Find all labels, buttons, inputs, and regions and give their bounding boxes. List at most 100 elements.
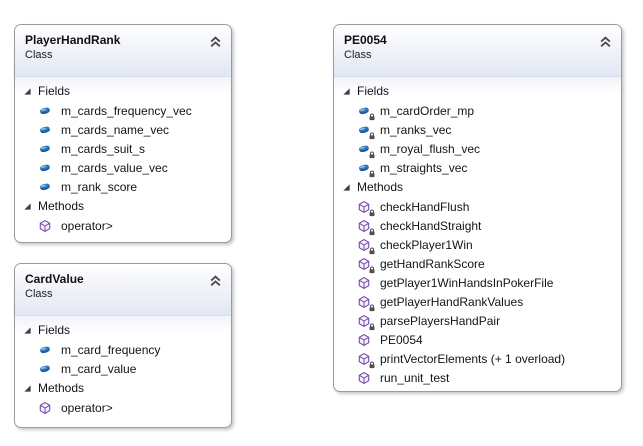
field-icon xyxy=(38,142,52,156)
member-method[interactable]: run_unit_test xyxy=(334,368,621,387)
member-field[interactable]: m_cards_value_vec xyxy=(15,158,231,177)
member-field-private[interactable]: m_cardOrder_mp xyxy=(334,101,621,120)
member-field[interactable]: m_card_frequency xyxy=(15,340,231,359)
member-method-private[interactable]: getPlayerHandRankValues xyxy=(334,292,621,311)
method-icon xyxy=(357,352,371,366)
member-label: m_royal_flush_vec xyxy=(380,141,481,156)
class-subtitle: Class xyxy=(25,49,53,61)
section-expander-icon xyxy=(23,326,32,335)
section-methods[interactable]: Methods xyxy=(15,196,231,216)
method-icon xyxy=(357,276,371,290)
member-label: run_unit_test xyxy=(380,370,450,385)
class-box-pe0054[interactable]: PE0054 Class Fields m_cardOrder_mp m_ran… xyxy=(333,24,622,392)
section-expander-icon xyxy=(23,202,32,211)
member-label: checkHandStraight xyxy=(380,218,482,233)
field-icon xyxy=(38,362,52,376)
method-icon xyxy=(357,371,371,385)
member-label: getHandRankScore xyxy=(380,256,485,271)
method-icon xyxy=(357,257,371,271)
class-header[interactable]: PE0054 Class xyxy=(334,25,621,77)
field-icon xyxy=(38,180,52,194)
section-expander-icon xyxy=(342,87,351,96)
private-lock-icon xyxy=(368,228,376,236)
member-field[interactable]: m_card_value xyxy=(15,359,231,378)
member-field[interactable]: m_rank_score xyxy=(15,177,231,196)
collapse-chevron-icon[interactable] xyxy=(207,35,223,49)
member-field[interactable]: m_cards_name_vec xyxy=(15,120,231,139)
collapse-chevron-icon[interactable] xyxy=(597,35,613,49)
private-lock-icon xyxy=(368,209,376,217)
section-methods[interactable]: Methods xyxy=(15,378,231,398)
member-label: checkHandFlush xyxy=(380,199,470,214)
member-method[interactable]: operator> xyxy=(15,216,231,235)
member-label: operator> xyxy=(61,400,113,415)
member-label: getPlayer1WinHandsInPokerFile xyxy=(380,275,554,290)
private-lock-icon xyxy=(368,361,376,369)
member-method-private[interactable]: checkHandStraight xyxy=(334,216,621,235)
section-label: Methods xyxy=(38,381,85,395)
class-title: CardValue xyxy=(25,272,84,286)
method-icon xyxy=(357,333,371,347)
class-title: PE0054 xyxy=(344,33,387,47)
private-lock-icon xyxy=(368,323,376,331)
member-method[interactable]: PE0054 xyxy=(334,330,621,349)
section-expander-icon xyxy=(23,87,32,96)
class-header-text: PlayerHandRank Class xyxy=(25,33,120,62)
member-label: m_straights_vec xyxy=(380,160,468,175)
section-label: Fields xyxy=(357,84,390,98)
member-method[interactable]: operator> xyxy=(15,398,231,417)
class-body: Fields m_card_frequency m_card_value Met… xyxy=(15,316,231,417)
member-method-private[interactable]: getHandRankScore xyxy=(334,254,621,273)
collapse-chevron-icon[interactable] xyxy=(207,274,223,288)
method-icon xyxy=(357,238,371,252)
member-label: m_rank_score xyxy=(61,179,138,194)
member-field[interactable]: m_cards_suit_s xyxy=(15,139,231,158)
class-header[interactable]: CardValue Class xyxy=(15,264,231,316)
class-box-cardvalue[interactable]: CardValue Class Fields m_card_frequency … xyxy=(14,263,232,428)
field-icon xyxy=(357,161,371,175)
member-method-private[interactable]: parsePlayersHandPair xyxy=(334,311,621,330)
class-header-text: PE0054 Class xyxy=(344,33,387,62)
member-label: checkPlayer1Win xyxy=(380,237,473,252)
section-expander-icon xyxy=(342,183,351,192)
field-icon xyxy=(357,123,371,137)
member-label: m_cards_frequency_vec xyxy=(61,103,192,118)
section-fields[interactable]: Fields xyxy=(15,320,231,340)
member-label: m_cards_value_vec xyxy=(61,160,168,175)
member-label: m_ranks_vec xyxy=(380,122,452,137)
member-field[interactable]: m_cards_frequency_vec xyxy=(15,101,231,120)
member-field-private[interactable]: m_straights_vec xyxy=(334,158,621,177)
member-label: getPlayerHandRankValues xyxy=(380,294,524,309)
member-label: PE0054 xyxy=(380,332,423,347)
member-label: printVectorElements (+ 1 overload) xyxy=(380,351,566,366)
member-field-private[interactable]: m_royal_flush_vec xyxy=(334,139,621,158)
section-methods[interactable]: Methods xyxy=(334,177,621,197)
field-icon xyxy=(357,142,371,156)
section-fields[interactable]: Fields xyxy=(334,81,621,101)
method-icon xyxy=(357,200,371,214)
private-lock-icon xyxy=(368,151,376,159)
member-method-private[interactable]: checkHandFlush xyxy=(334,197,621,216)
member-field-private[interactable]: m_ranks_vec xyxy=(334,120,621,139)
member-label: parsePlayersHandPair xyxy=(380,313,501,328)
section-fields[interactable]: Fields xyxy=(15,81,231,101)
member-method-private[interactable]: printVectorElements (+ 1 overload) xyxy=(334,349,621,368)
member-label: m_card_frequency xyxy=(61,342,161,357)
class-body: Fields m_cardOrder_mp m_ranks_vec m_roya… xyxy=(334,77,621,387)
field-icon xyxy=(38,104,52,118)
section-label: Fields xyxy=(38,84,71,98)
class-subtitle: Class xyxy=(344,49,372,61)
section-label: Fields xyxy=(38,323,71,337)
class-header-text: CardValue Class xyxy=(25,272,84,301)
member-method[interactable]: getPlayer1WinHandsInPokerFile xyxy=(334,273,621,292)
private-lock-icon xyxy=(368,247,376,255)
member-label: m_card_value xyxy=(61,361,137,376)
class-header[interactable]: PlayerHandRank Class xyxy=(15,25,231,77)
private-lock-icon xyxy=(368,113,376,121)
method-icon xyxy=(357,314,371,328)
section-label: Methods xyxy=(38,199,85,213)
member-method-private[interactable]: checkPlayer1Win xyxy=(334,235,621,254)
class-box-playerhandrank[interactable]: PlayerHandRank Class Fields m_cards_freq… xyxy=(14,24,232,243)
method-icon xyxy=(357,219,371,233)
